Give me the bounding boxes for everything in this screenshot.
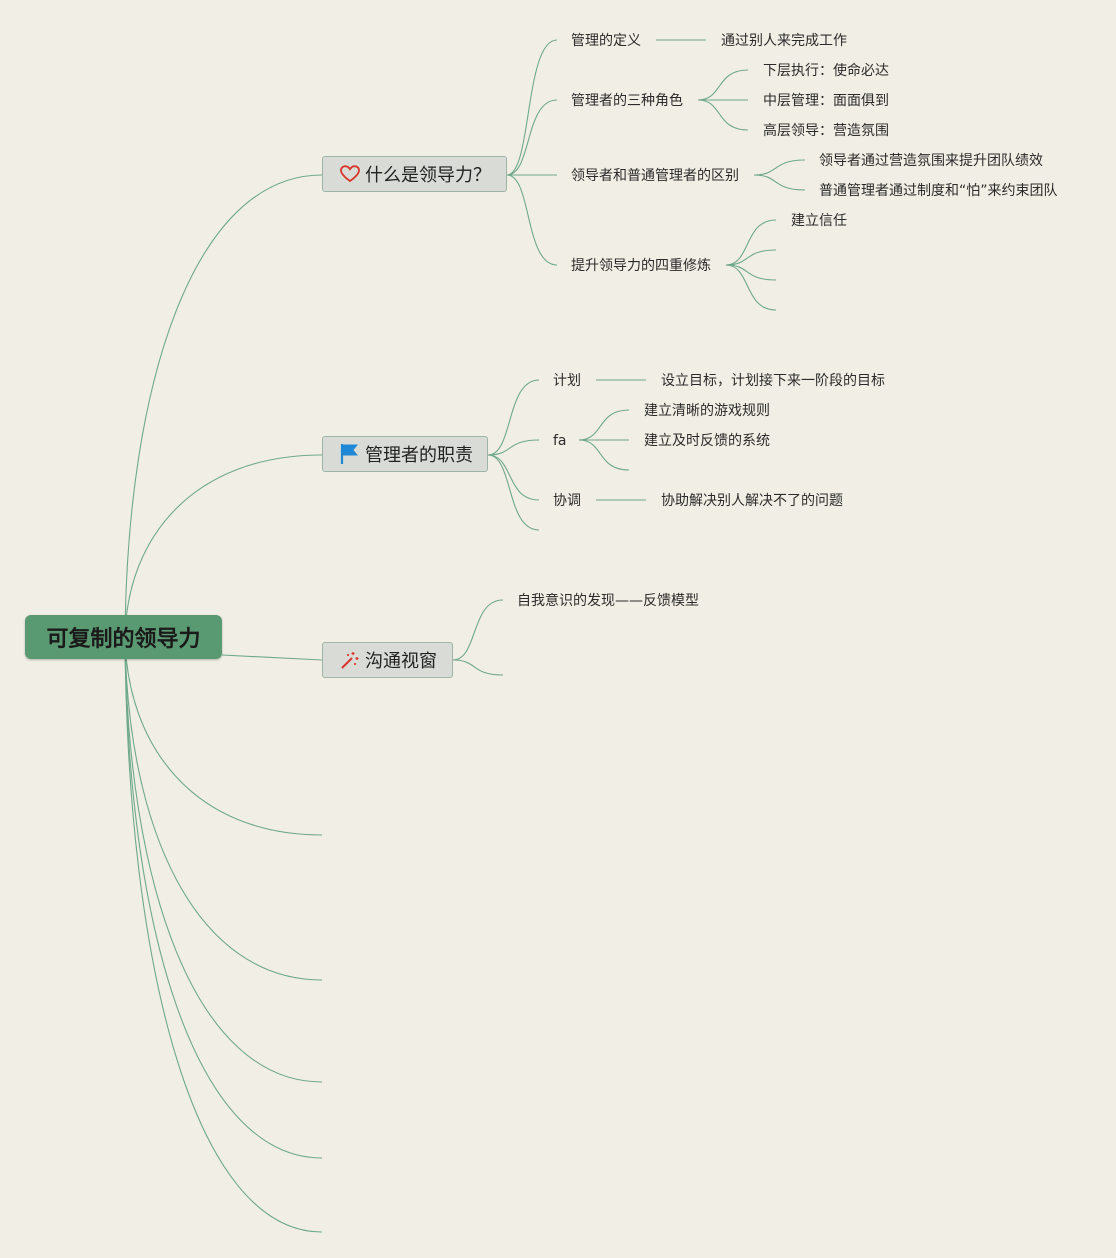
topic-label: 什么是领导力？ — [365, 165, 491, 186]
root-connector-empty — [124, 636, 323, 836]
subtopic-connector — [697, 69, 749, 101]
subtopic-connector — [753, 159, 806, 176]
subtopic-connector — [578, 409, 630, 441]
leaf-node[interactable]: 下层执行：使命必达 — [763, 63, 889, 79]
leaf-node[interactable]: 领导者通过营造氛围来提升团队绩效 — [819, 153, 1043, 169]
magic-wand-icon — [339, 649, 361, 671]
topic-0-connector — [506, 174, 558, 266]
root-topic[interactable]: 可复制的领导力 — [25, 615, 222, 659]
topic-1-connector — [487, 379, 540, 456]
leaf-node[interactable]: 建立清晰的游戏规则 — [644, 403, 770, 419]
leaf-node[interactable]: 设立目标，计划接下来一阶段的目标 — [661, 373, 885, 389]
topic-2-connector — [452, 659, 504, 676]
subtopic-connector — [753, 174, 806, 191]
flag-icon — [339, 443, 361, 465]
topic-0-connector — [506, 99, 558, 176]
root-connector-topic-0 — [124, 174, 323, 638]
topic-label: 管理者的职责 — [365, 445, 473, 466]
topic-communication-window[interactable]: 沟通视窗 — [322, 642, 453, 678]
topic-what-is-leadership[interactable]: 什么是领导力？ — [322, 156, 507, 192]
leaf-node[interactable]: 中层管理：面面俱到 — [763, 93, 889, 109]
leaf-node[interactable]: 通过别人来完成工作 — [721, 33, 847, 49]
topic-label: 沟通视窗 — [365, 651, 437, 672]
leaf-node[interactable]: 普通管理者通过制度和“怕”来约束团队 — [819, 183, 1058, 199]
subtopic-connector — [697, 99, 749, 131]
leaf-node[interactable]: 建立及时反馈的系统 — [644, 433, 770, 449]
leaf-node[interactable]: 协助解决别人解决不了的问题 — [661, 493, 843, 509]
subtopic-connector — [725, 219, 777, 266]
topic-2-connector — [452, 599, 504, 661]
leaf-node[interactable]: 高层领导：营造氛围 — [763, 123, 889, 139]
topic-0-connector — [506, 39, 558, 176]
topic-1-connector — [487, 439, 540, 456]
root-connector-empty — [124, 636, 323, 1083]
heart-icon — [339, 163, 361, 185]
root-connector-empty — [124, 636, 323, 1233]
subtopic-connector — [725, 249, 777, 266]
subtopic-self-awareness[interactable]: 自我意识的发现——反馈模型 — [517, 593, 699, 609]
leaf-node[interactable]: 建立信任 — [791, 213, 847, 229]
subtopic-leader-vs-manager[interactable]: 领导者和普通管理者的区别 — [571, 168, 739, 184]
subtopic-four-disciplines[interactable]: 提升领导力的四重修炼 — [571, 258, 711, 274]
subtopic-management-definition[interactable]: 管理的定义 — [571, 33, 641, 49]
root-connector-empty — [124, 636, 323, 981]
subtopic-connector — [578, 439, 630, 471]
subtopic-plan[interactable]: 计划 — [553, 373, 581, 389]
root-connector-empty — [124, 636, 323, 1159]
subtopic-connector — [725, 264, 777, 281]
topic-manager-duties[interactable]: 管理者的职责 — [322, 436, 488, 472]
subtopic-connector — [725, 264, 777, 311]
subtopic-three-roles[interactable]: 管理者的三种角色 — [571, 93, 683, 109]
topic-1-connector — [487, 454, 540, 501]
root-topic-label: 可复制的领导力 — [46, 627, 201, 652]
subtopic-coordinate[interactable]: 协调 — [553, 493, 581, 509]
subtopic-fa[interactable]: fa — [553, 433, 567, 449]
root-connector-topic-1 — [124, 454, 323, 638]
topic-1-connector — [487, 454, 540, 531]
connector-line — [221, 654, 323, 661]
